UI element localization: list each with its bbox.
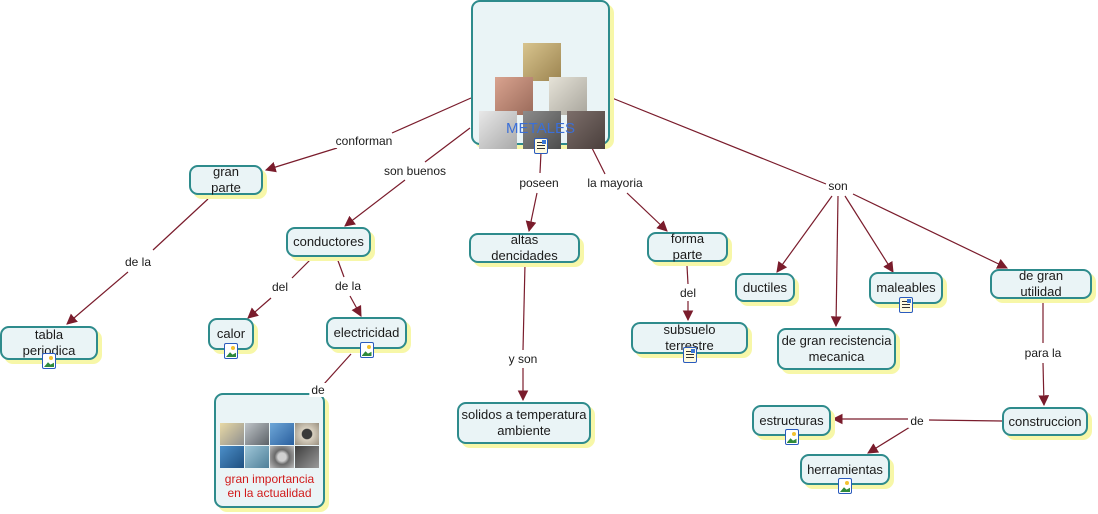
concept-node-gran-parte[interactable]: gran parte <box>189 164 263 195</box>
central-node-title: METALES <box>506 120 575 137</box>
node-label: construccion <box>1008 413 1082 429</box>
link-line <box>264 147 338 173</box>
link-line <box>152 198 209 251</box>
node-label: maleables <box>876 280 936 295</box>
concept-node-solidos[interactable]: solidos a temperatura ambiente <box>457 402 591 444</box>
concept-node-ductiles[interactable]: ductiles <box>735 273 795 302</box>
node-label: gran parte <box>211 164 241 195</box>
node-label: de gran utilidad <box>1018 268 1064 299</box>
link-label-del[interactable]: del <box>677 286 699 300</box>
link-label-y-son[interactable]: y son <box>506 352 540 366</box>
node-label-line-1: de gran recistencia <box>781 333 892 348</box>
link-line <box>611 97 827 185</box>
link-line <box>1038 362 1050 407</box>
node-label: estructuras <box>759 412 824 428</box>
concept-node-calor[interactable]: calor <box>208 318 254 359</box>
link-line <box>424 127 471 163</box>
metal-cubes-image <box>478 33 605 149</box>
link-line <box>844 195 894 273</box>
concept-node-construccion[interactable]: construccion <box>1002 407 1088 436</box>
link-line <box>522 263 526 351</box>
concept-node-subsuelo-terrestre[interactable]: subsuelo terrestre <box>631 322 748 363</box>
document-icon[interactable] <box>899 297 913 313</box>
node-label: ductiles <box>742 279 788 295</box>
link-label-de[interactable]: de <box>309 383 327 397</box>
image-icon[interactable] <box>359 342 374 358</box>
node-label-line-2: en la actualidad <box>227 486 312 500</box>
link-line <box>590 145 606 175</box>
link-label-conforman[interactable]: conforman <box>333 134 395 148</box>
node-label-line-1: gran importancia <box>224 472 315 486</box>
link-line <box>291 257 313 279</box>
link-line <box>391 97 472 134</box>
link-label-de-la[interactable]: de la <box>332 279 364 293</box>
concept-node-recistencia-mecanica[interactable]: de gran recistencia mecanica <box>777 328 896 370</box>
image-icon[interactable] <box>838 478 852 494</box>
concept-node-conductores[interactable]: conductores <box>286 227 371 257</box>
node-label: tabla periodica <box>22 327 76 358</box>
concept-node-forma-parte[interactable]: forma parte <box>647 231 728 262</box>
link-label-del[interactable]: del <box>269 280 291 294</box>
node-label-line-1: solidos a temperatura <box>461 407 587 422</box>
node-label: altas dencidades <box>491 232 558 263</box>
link-line <box>66 271 129 325</box>
image-icon[interactable] <box>224 343 238 359</box>
node-label-line-2: mecanica <box>808 349 865 364</box>
document-icon[interactable] <box>682 347 697 363</box>
concept-node-herramientas[interactable]: herramientas <box>800 454 890 494</box>
image-icon[interactable] <box>784 429 799 445</box>
link-label-son-buenos[interactable]: son buenos <box>381 164 449 178</box>
industry-collage-image <box>220 423 319 468</box>
concept-node-maleables[interactable]: maleables <box>869 272 943 313</box>
link-line <box>830 195 842 328</box>
link-label-poseen[interactable]: poseen <box>517 176 561 190</box>
link-line <box>852 193 1008 269</box>
node-label: calor <box>216 326 246 341</box>
link-label-de-la[interactable]: de la <box>122 255 154 269</box>
link-line <box>626 192 668 232</box>
link-line <box>349 295 362 317</box>
link-line <box>247 297 272 319</box>
link-line <box>336 257 345 278</box>
link-label-la-mayoria[interactable]: la mayoria <box>585 176 645 190</box>
node-label: herramientas <box>807 461 883 477</box>
link-label-de[interactable]: de <box>908 414 926 428</box>
link-line <box>539 151 542 174</box>
link-line <box>525 192 538 233</box>
link-line <box>867 426 911 454</box>
node-label: conductores <box>293 234 364 249</box>
link-label-son[interactable]: son <box>826 179 850 193</box>
link-label-para-la[interactable]: para la <box>1022 346 1064 360</box>
link-line <box>686 265 689 285</box>
concept-node-metales[interactable]: METALES <box>471 0 610 154</box>
image-icon[interactable] <box>42 353 56 369</box>
link-line <box>344 179 406 227</box>
node-label: forma parte <box>670 231 705 262</box>
document-icon[interactable] <box>533 138 548 154</box>
node-label-line-2: ambiente <box>497 423 551 438</box>
link-line <box>928 419 1003 422</box>
node-label: subsuelo terrestre <box>663 322 716 353</box>
link-line <box>323 353 352 385</box>
concept-node-de-gran-utilidad[interactable]: de gran utilidad <box>990 268 1092 299</box>
concept-node-electricidad[interactable]: electricidad <box>326 317 407 358</box>
concept-node-gran-importancia[interactable]: gran importancia en la actualidad <box>214 393 325 508</box>
link-line <box>776 195 833 273</box>
concept-node-tabla-periodica[interactable]: tabla periodica <box>0 326 98 369</box>
concept-node-altas-dencidades[interactable]: altas dencidades <box>469 232 580 263</box>
concept-node-estructuras[interactable]: estructuras <box>752 405 831 445</box>
node-label: electricidad <box>333 325 400 340</box>
